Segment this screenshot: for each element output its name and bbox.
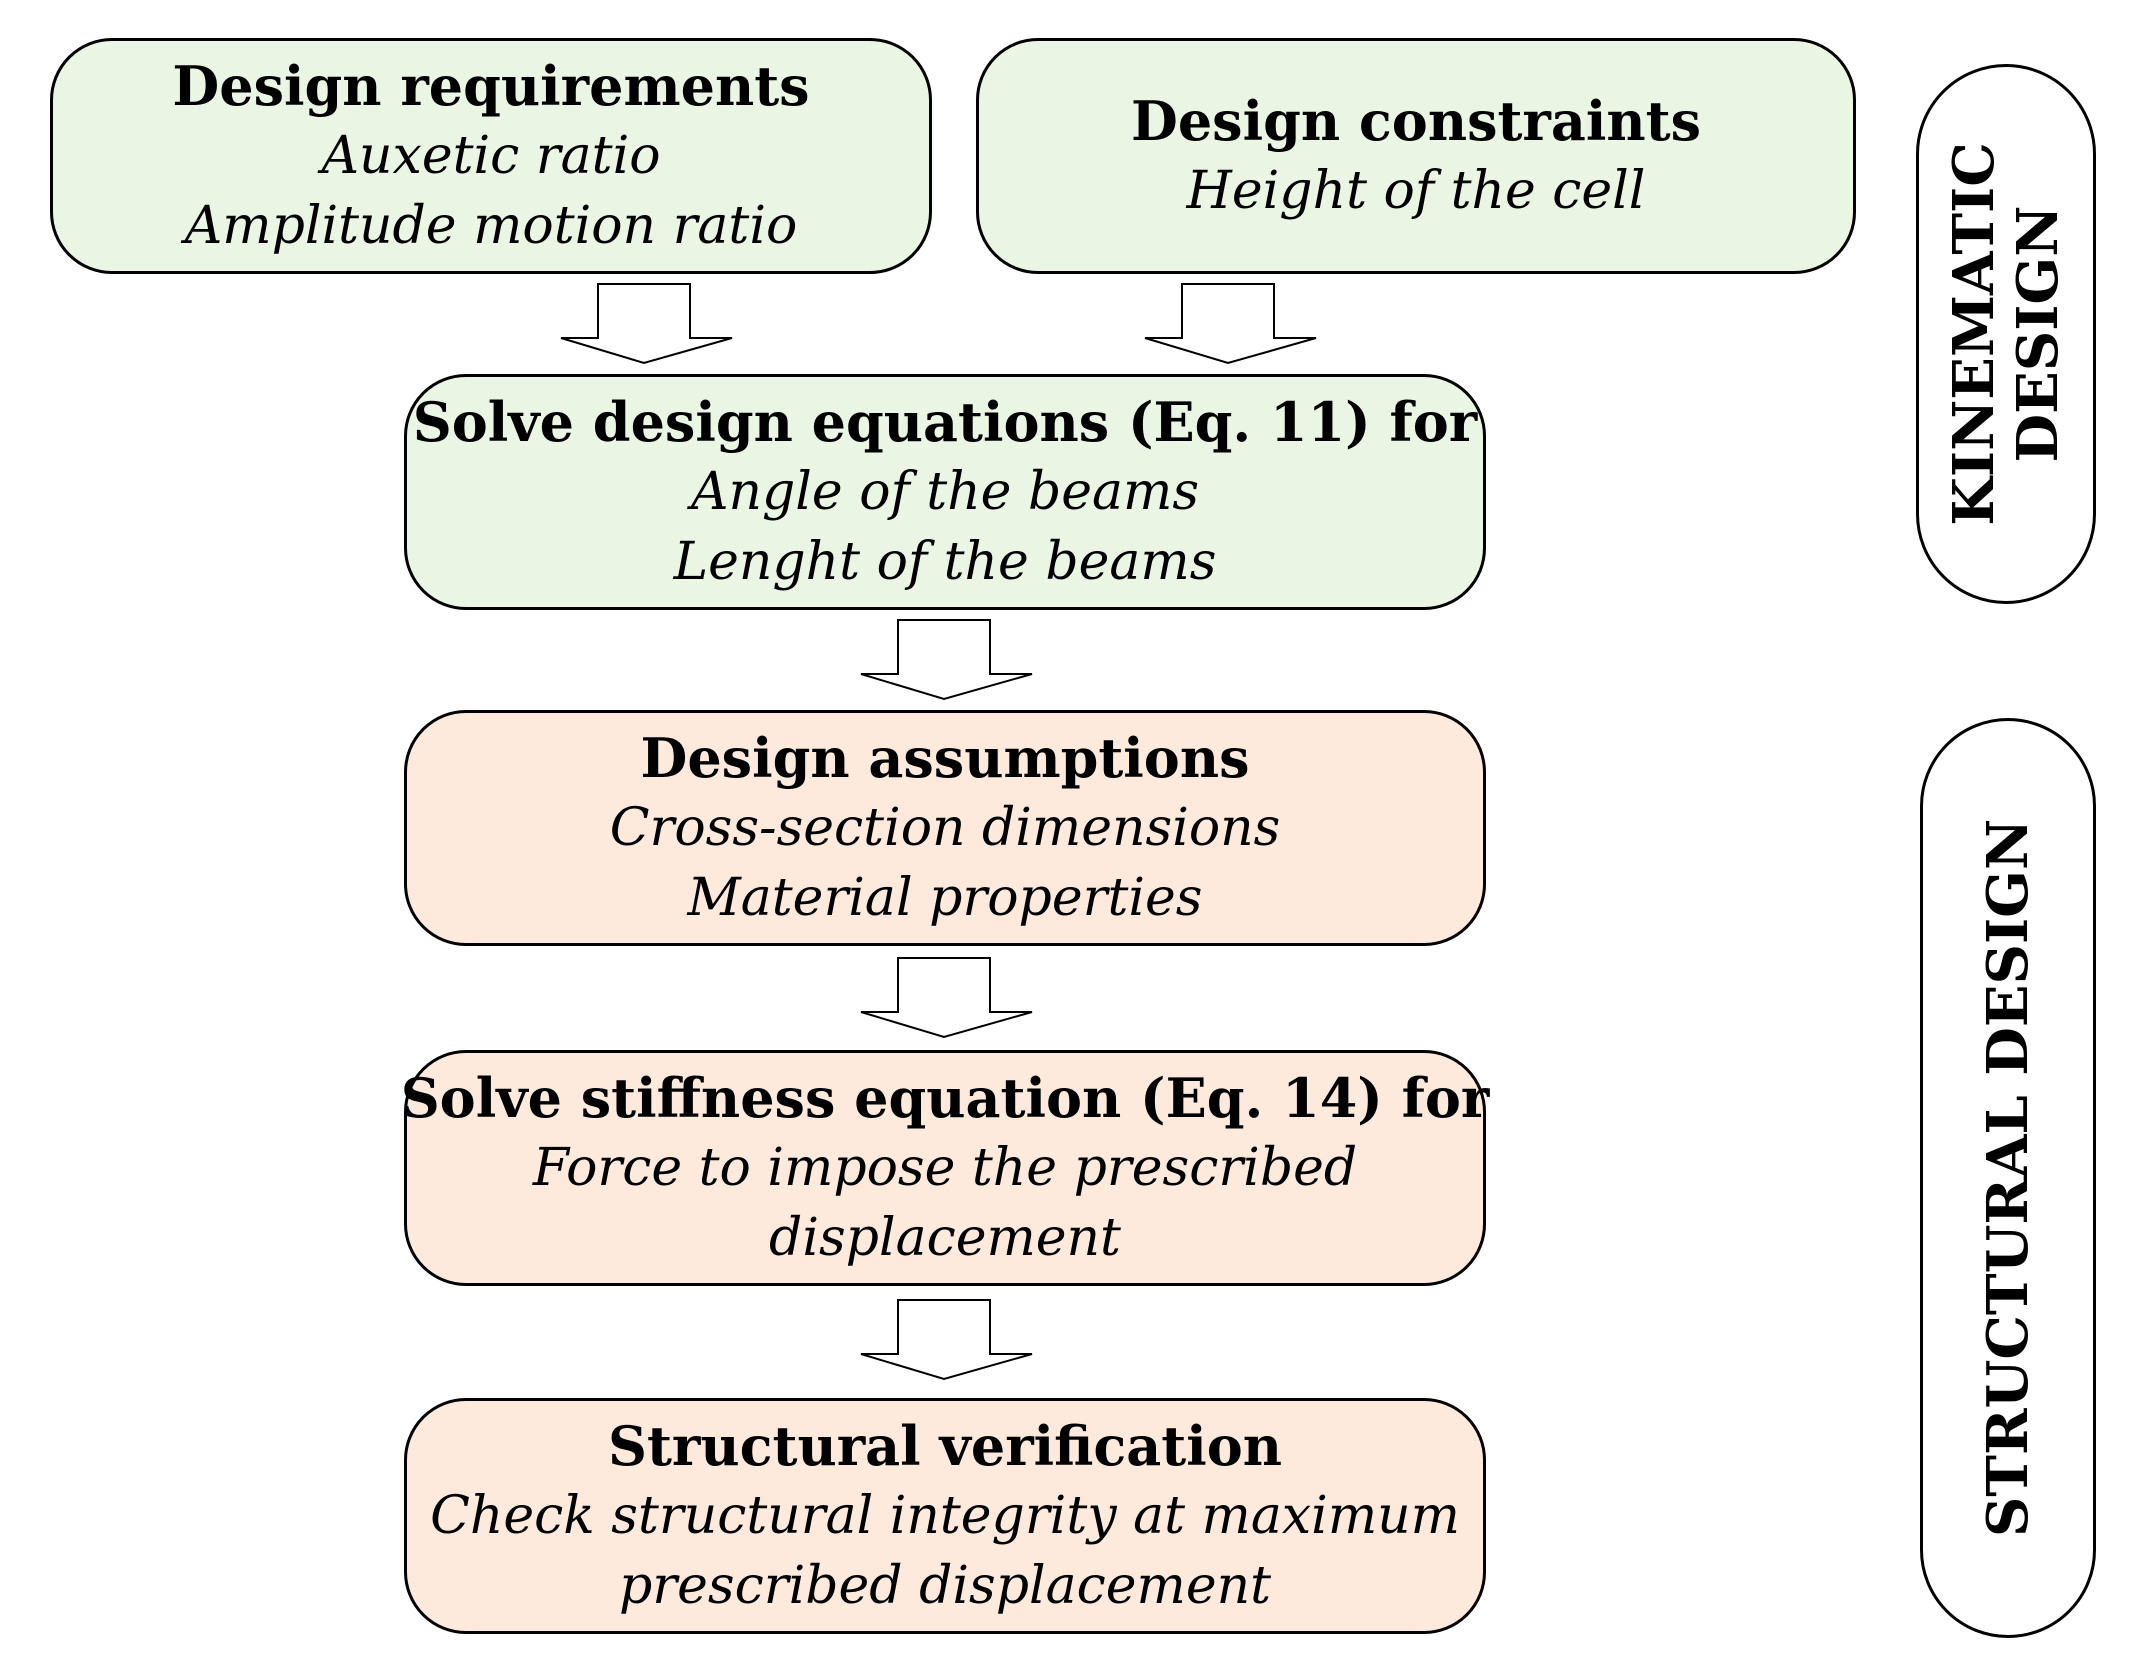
phase-label-line: KINEMATIC bbox=[1941, 142, 2007, 526]
node-title: Design constraints bbox=[1131, 89, 1701, 153]
arrow-assumptions-to-solve-stiffness bbox=[860, 957, 1033, 1039]
phase-kinematic-design: KINEMATIC DESIGN bbox=[1916, 64, 2096, 604]
node-title: Design requirements bbox=[172, 54, 810, 118]
node-design-constraints: Design constraints Height of the cell bbox=[976, 38, 1856, 274]
phase-label: KINEMATIC DESIGN bbox=[1941, 142, 2071, 526]
node-line: displacement bbox=[769, 1208, 1121, 1268]
node-line: Angle of the beams bbox=[690, 462, 1200, 522]
node-line: Check structural integrity at maximum bbox=[430, 1486, 1460, 1546]
node-title: Solve stiffness equation (Eq. 14) for bbox=[400, 1066, 1490, 1130]
node-line: Height of the cell bbox=[1186, 161, 1646, 221]
node-solve-design-equations: Solve design equations (Eq. 11) for Angl… bbox=[404, 374, 1486, 610]
arrow-solve-design-to-assumptions bbox=[860, 619, 1033, 701]
phase-label-line: DESIGN bbox=[2005, 205, 2071, 463]
node-line: prescribed displacement bbox=[619, 1556, 1271, 1616]
node-line: Cross-section dimensions bbox=[609, 798, 1281, 858]
node-design-assumptions: Design assumptions Cross-section dimensi… bbox=[404, 710, 1486, 946]
arrow-constraints-to-solve-design bbox=[1144, 283, 1317, 365]
arrow-requirements-to-solve-design bbox=[560, 283, 733, 365]
phase-structural-design: STRUCTURAL DESIGN bbox=[1920, 718, 2096, 1638]
node-design-requirements: Design requirements Auxetic ratio Amplit… bbox=[50, 38, 932, 274]
node-line: Amplitude motion ratio bbox=[184, 196, 798, 256]
node-line: Lenght of the beams bbox=[673, 532, 1217, 592]
node-line: Material properties bbox=[687, 868, 1203, 928]
arrow-solve-stiffness-to-verification bbox=[860, 1299, 1033, 1381]
node-line: Auxetic ratio bbox=[321, 126, 661, 186]
node-title: Solve design equations (Eq. 11) for bbox=[412, 390, 1478, 454]
node-solve-stiffness-equation: Solve stiffness equation (Eq. 14) for Fo… bbox=[401, 1050, 1489, 1286]
node-structural-verification: Structural verification Check structural… bbox=[404, 1398, 1486, 1634]
node-title: Design assumptions bbox=[640, 726, 1250, 790]
phase-label: STRUCTURAL DESIGN bbox=[1975, 818, 2041, 1538]
node-title: Structural verification bbox=[607, 1414, 1283, 1478]
node-line: Force to impose the prescribed bbox=[532, 1138, 1358, 1198]
